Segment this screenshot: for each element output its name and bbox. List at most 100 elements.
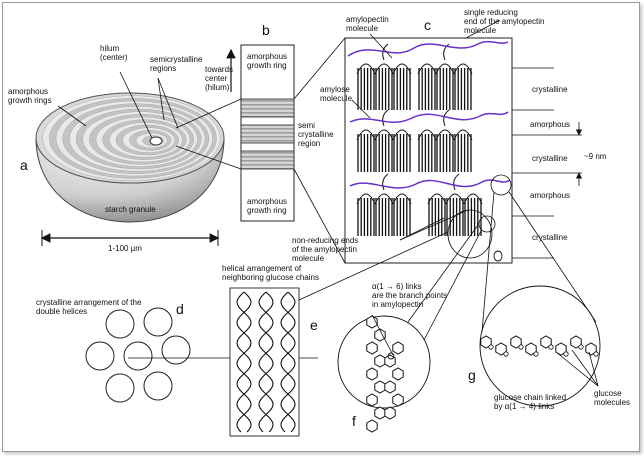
zoom-line-a-b-bottom [175,145,242,170]
glucose-unit [540,335,552,349]
glucose-pointer-1 [555,351,599,387]
glycosidic-oxygen [488,344,494,350]
glycosidic-oxygen [593,351,599,357]
cluster [417,43,473,110]
helix-strand [236,291,252,433]
amylose-pointer [351,99,371,119]
helix-cross-section [105,309,135,339]
glucose-unit [366,419,378,433]
crystalline-label-1: crystalline [532,85,568,94]
glucose-unit [374,328,386,342]
chain-zoom-circle [479,285,601,407]
amylopectin-pointer [369,33,393,59]
glycosidic-oxygen [503,351,509,357]
panel-f-letter: f [352,413,356,429]
branch-stem [382,109,389,127]
glucose-unit [585,342,597,356]
glycosidic-oxygen [563,351,569,357]
glycosidic-oxygen [548,344,554,350]
nm-label: ~9 nm [584,152,607,161]
amylose-chain-3 [349,179,511,189]
branched-glucose-chain [366,315,404,433]
non-reducing-pointer-2 [399,217,445,241]
glucose-unit [480,335,492,349]
branch-zoom-circle [337,315,431,409]
cluster [356,109,412,172]
linear-glucose-chain [480,335,599,357]
helix-cross-section [105,373,135,403]
reducing-end-loop [493,250,503,262]
cluster [427,173,483,236]
panel-g-letter: g [468,367,476,383]
branch-link [387,352,395,360]
glycosidic-oxygen [518,344,524,350]
glucose-unit [525,342,537,356]
glycosidic-oxygen [533,351,539,357]
glucose-unit [374,380,386,394]
branch-stem [453,173,460,191]
helix-cross-section [143,307,173,337]
glucose-unit [555,342,567,356]
glucose-unit [392,367,404,381]
helix-strand [258,291,274,433]
glucose-unit [384,406,396,420]
glucose-unit [384,354,396,368]
helix-strand [280,291,296,433]
panel-d-letter: d [176,301,184,317]
zoom-line-c-f-2 [407,224,479,323]
alpha16-pointer [371,314,394,356]
glucose-unit [510,335,522,349]
helix-cross-section [143,371,173,401]
crystalline-label-3: crystalline [532,233,568,242]
hilum-label: hilum(center) [100,44,128,62]
glucose-unit [384,380,396,394]
helix-cross-section [161,335,191,365]
zoom-line-c-g-2 [508,191,597,323]
branch-stem [382,173,389,191]
glucose-unit [366,367,378,381]
amylose-chain-1 [347,40,509,57]
cluster [417,109,473,172]
panel-a-letter: a [20,157,28,173]
zoom-line-b-c-bottom [293,168,346,264]
glucose-unit [366,315,378,329]
zoom-line-c-f-1 [423,230,482,341]
size-range-label: 1-100 µm [108,244,142,253]
branch-stem [443,43,450,61]
zoom-line-c-g-1 [481,191,495,333]
glycosidic-oxygen [578,344,584,350]
callout-circle-e [447,209,493,259]
growth-rings-pointer [57,105,87,127]
double-helix-cross-sections [85,307,191,403]
callout-circle-g [490,174,512,196]
helix-strand [258,291,274,433]
glucose-unit [392,341,404,355]
glucose-unit [366,341,378,355]
glucose-unit [392,393,404,407]
amorphous-label-2: amorphous [530,191,570,200]
amylose-chain-2 [349,111,509,123]
panel-e-letter: e [310,317,318,333]
hilum-pointer [119,71,153,139]
glucose-unit [366,393,378,407]
semicrystalline-band-3 [240,150,295,170]
semicrystalline-pointer-2 [157,77,179,129]
